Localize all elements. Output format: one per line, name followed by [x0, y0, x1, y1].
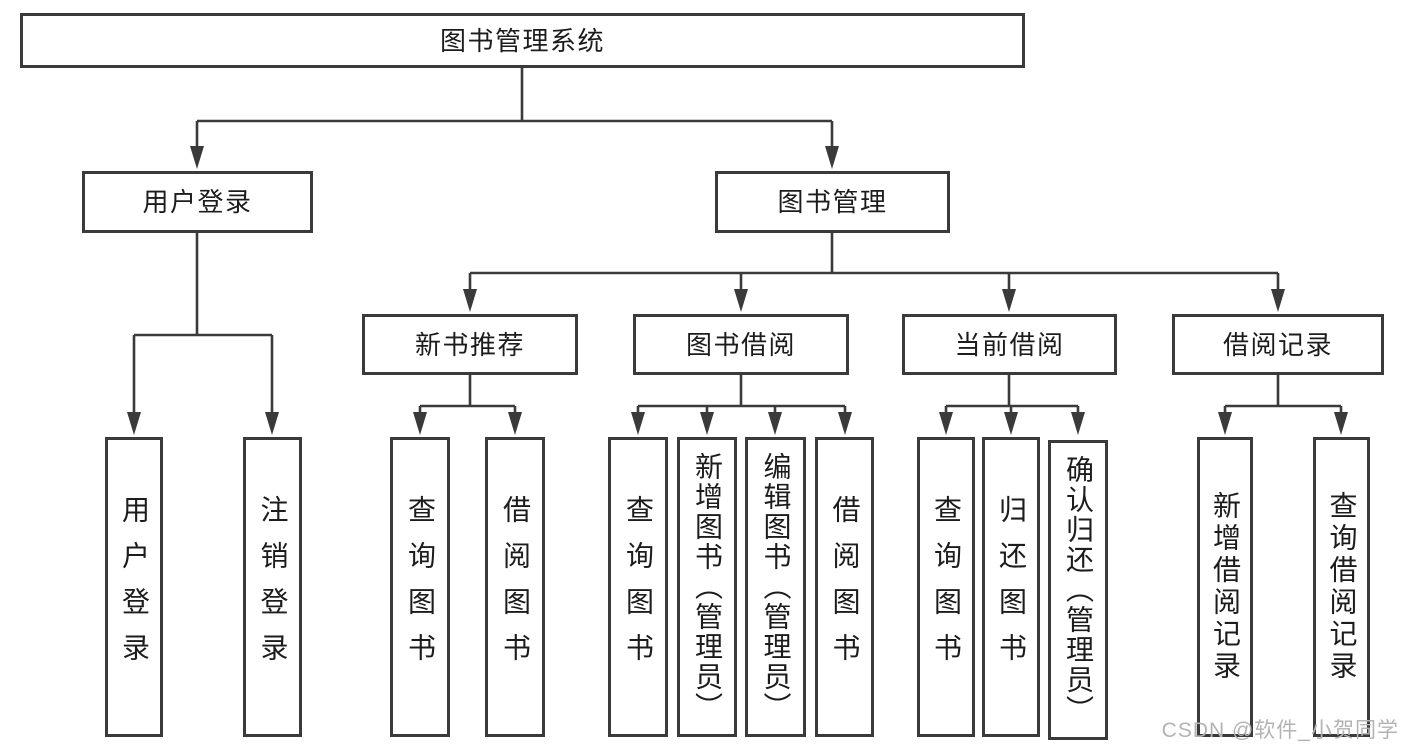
- leaf-add-book-admin: 新增图书（管理员）: [677, 437, 737, 737]
- connector-book-borrow-to-leaves: [631, 375, 852, 435]
- leaf-return-book: 归还图书: [982, 437, 1040, 737]
- leaf-label: 注销登录: [257, 495, 289, 679]
- node-label: 新书推荐: [414, 329, 525, 360]
- leaf-borrow-books-recommend: 借阅图书: [485, 437, 545, 737]
- leaf-label: 新增图书（管理员）: [692, 452, 723, 722]
- node-label: 当前借阅: [954, 329, 1065, 360]
- node-user-login: 用户登录: [82, 171, 313, 233]
- leaf-label: 查询借阅记录: [1326, 491, 1358, 683]
- leaf-label: 确认归还（管理员）: [1063, 455, 1094, 725]
- node-label: 图书管理系统: [439, 25, 605, 56]
- leaf-logout: 注销登录: [243, 437, 302, 737]
- leaf-query-books-borrow: 查询图书: [608, 437, 668, 737]
- node-label: 借阅记录: [1222, 329, 1333, 360]
- node-borrow-records: 借阅记录: [1172, 314, 1384, 375]
- node-label: 用户登录: [142, 187, 253, 217]
- leaf-edit-book-admin: 编辑图书（管理员）: [745, 437, 806, 737]
- leaf-query-books-recommend: 查询图书: [390, 437, 450, 737]
- connector-root-to-level2: [190, 68, 839, 169]
- leaf-label: 新增借阅记录: [1210, 491, 1241, 683]
- leaf-label: 用户登录: [119, 495, 150, 679]
- csdn-watermark: CSDN @软件_小贺同学: [1161, 719, 1399, 742]
- leaf-label: 查询图书: [931, 495, 962, 679]
- leaf-add-borrow-record: 新增借阅记录: [1197, 437, 1253, 737]
- node-label: 图书管理: [777, 187, 888, 217]
- leaf-borrow-books: 借阅图书: [815, 437, 874, 737]
- connector-borrow-records-to-leaves: [1218, 375, 1348, 435]
- node-book-borrow: 图书借阅: [633, 314, 849, 375]
- leaf-query-books-current: 查询图书: [917, 437, 975, 737]
- leaf-label: 编辑图书（管理员）: [760, 452, 792, 722]
- node-label: 图书借阅: [685, 329, 796, 360]
- leaf-label: 借阅图书: [829, 495, 861, 679]
- connector-current-borrow-to-leaves: [939, 375, 1085, 435]
- leaf-user-login: 用户登录: [105, 437, 163, 737]
- node-new-book-recommend: 新书推荐: [362, 314, 578, 375]
- connector-user-login-to-leaves: [127, 233, 279, 435]
- leaf-query-borrow-record: 查询借阅记录: [1313, 437, 1370, 737]
- leaf-confirm-return-admin: 确认归还（管理员）: [1048, 440, 1108, 740]
- node-library-management-system: 图书管理系统: [20, 13, 1025, 68]
- leaf-label: 借阅图书: [500, 495, 531, 679]
- leaf-label: 查询图书: [623, 495, 654, 679]
- node-current-borrow: 当前借阅: [902, 314, 1117, 375]
- connector-new-book-to-leaves: [413, 375, 522, 435]
- leaf-label: 查询图书: [405, 495, 436, 679]
- leaf-label: 归还图书: [996, 495, 1027, 679]
- node-book-management: 图书管理: [715, 171, 950, 233]
- connector-book-management-to-level3: [463, 233, 1285, 312]
